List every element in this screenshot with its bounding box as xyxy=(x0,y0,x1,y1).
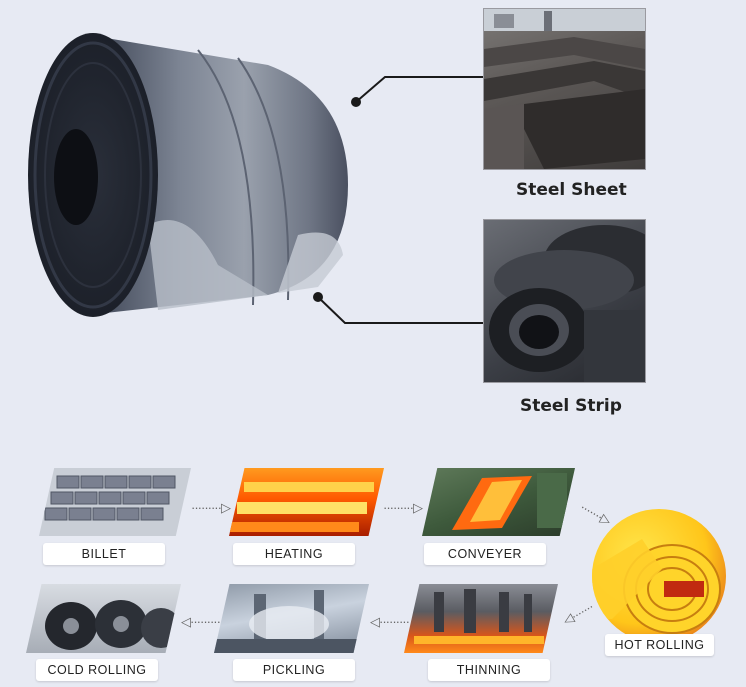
thinning-image xyxy=(404,584,558,653)
billet-image xyxy=(39,468,191,536)
arrow-billet-to-heating: ·········▷ xyxy=(191,500,231,515)
cold-rolling-label: COLD ROLLING xyxy=(36,659,158,681)
arrow-pickling-to-cold-rolling: ◁········· xyxy=(181,614,221,629)
arrow-heating-to-conveyer: ·········▷ xyxy=(383,500,423,515)
steel-sheet-label: Steel Sheet xyxy=(516,180,627,200)
thinning-label: THINNING xyxy=(428,659,550,681)
steel-strip-photo xyxy=(483,219,646,383)
steel-sheet-photo xyxy=(483,8,646,170)
pickling-image xyxy=(214,584,369,653)
billet-label: BILLET xyxy=(43,543,165,565)
cold-rolling-image xyxy=(26,584,181,653)
heating-image xyxy=(229,468,384,536)
steel-coil-image xyxy=(28,33,348,317)
hot-rolling-image xyxy=(592,509,726,643)
arrow-thinning-to-pickling: ◁········· xyxy=(370,614,410,629)
heating-label: HEATING xyxy=(233,543,355,565)
conveyer-label: CONVEYER xyxy=(424,543,546,565)
steel-strip-label: Steel Strip xyxy=(520,396,622,416)
conveyer-image xyxy=(422,468,575,536)
hot-rolling-label: HOT ROLLING xyxy=(605,634,714,656)
pickling-label: PICKLING xyxy=(233,659,355,681)
